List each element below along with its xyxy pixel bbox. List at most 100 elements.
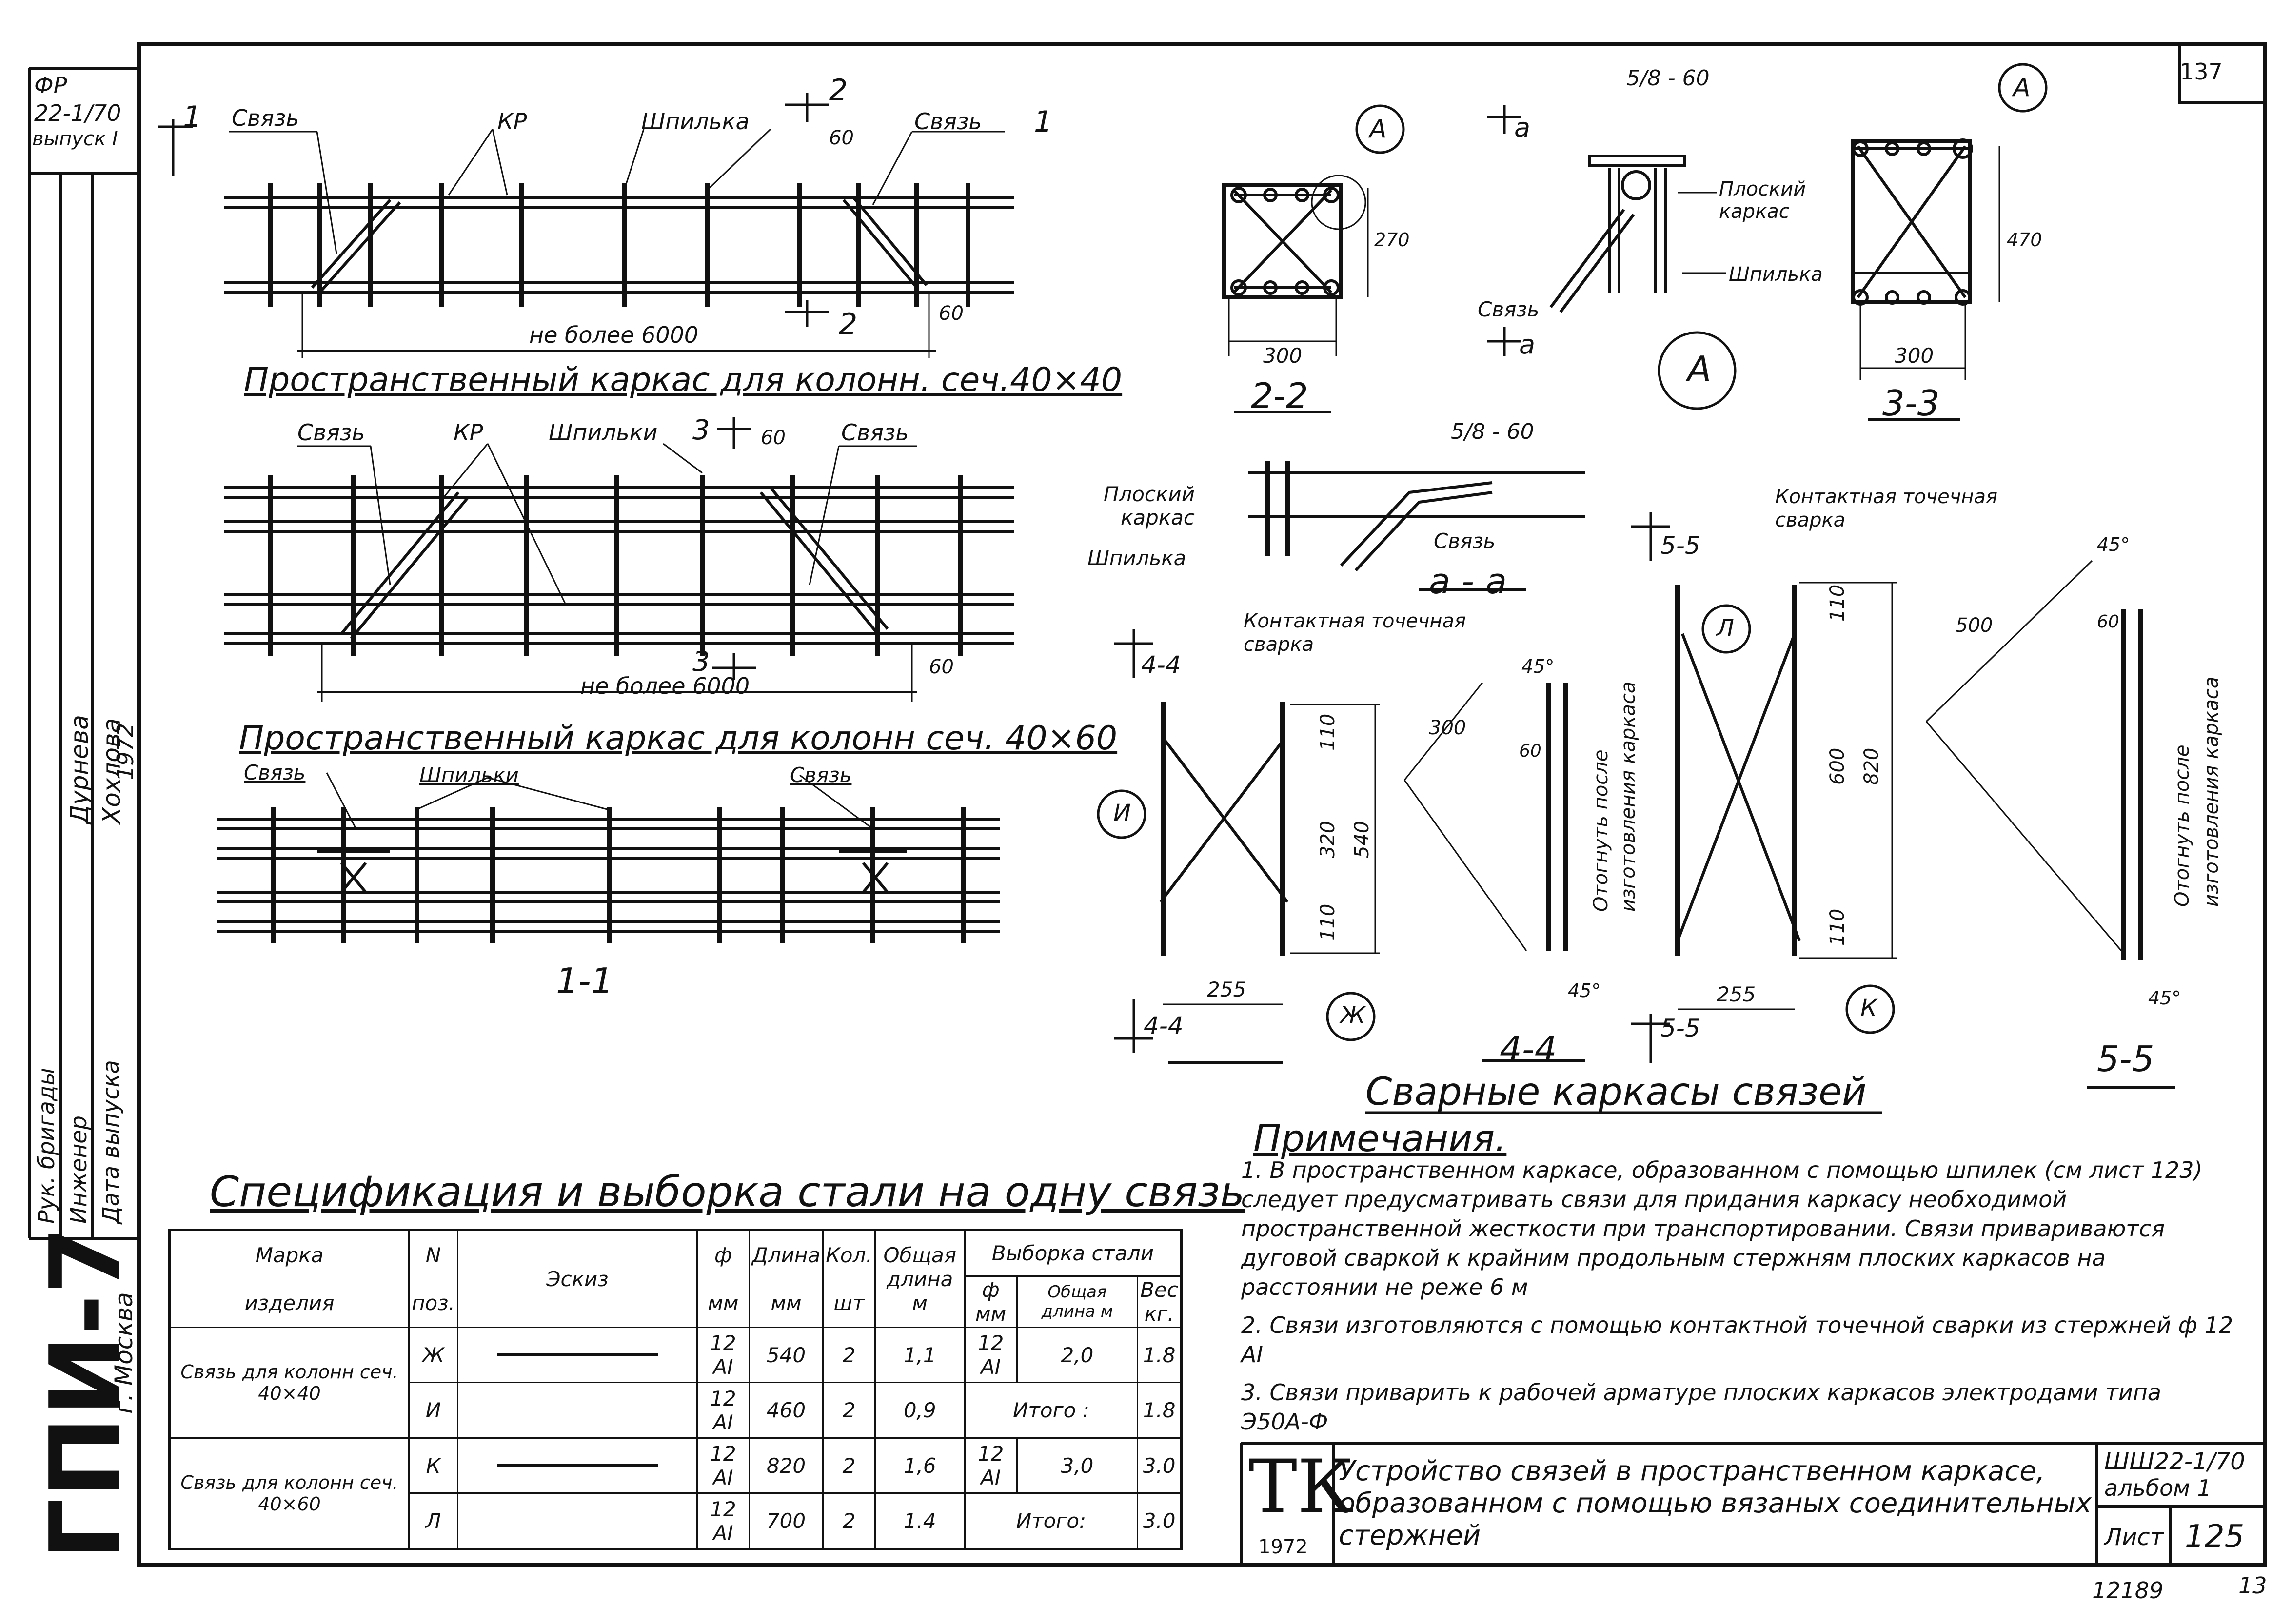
d2-section-3-top: 3 — [692, 414, 710, 446]
cell-total: 1.4 — [874, 1492, 966, 1550]
cell-qty: 2 — [822, 1492, 876, 1550]
cell-phi: 12 АI — [696, 1437, 750, 1494]
cell-v-wt: 3.0 — [1137, 1492, 1182, 1550]
d1-kr: КР — [497, 108, 527, 135]
sAA-link: Связь — [1434, 529, 1496, 553]
d1-shpilka: Шпилька — [641, 108, 750, 135]
d2-kr: КР — [454, 419, 483, 446]
s44-title: 4-4 — [1500, 1029, 1557, 1070]
d1-length: не более 6000 — [529, 322, 699, 348]
cell-poz: К — [408, 1437, 458, 1494]
d1-title: Пространственный каркас для колонн. сеч.… — [244, 361, 1123, 399]
cell-len: 460 — [748, 1382, 824, 1439]
group-name: Связь для колонн сеч. 40×60 — [168, 1437, 410, 1550]
cell-v-wt: 3.0 — [1137, 1437, 1182, 1494]
dA-weld: 5/8 - 60 — [1626, 66, 1710, 91]
cell-itogo: Итого: — [964, 1492, 1139, 1550]
dA-pin: Шпилька — [1729, 263, 1823, 286]
h-kol: Кол.шт — [822, 1229, 876, 1328]
d1-dim-60-top: 60 — [829, 127, 854, 149]
d1-svyaz-left: Связь — [232, 105, 299, 131]
strip-code-1: ФР — [34, 72, 67, 98]
d1-section-2-bottom: 2 — [839, 307, 858, 341]
s44-dim-540: 540 — [1351, 821, 1373, 858]
s55-mark-bottom: 5-5 — [1660, 1014, 1700, 1042]
cell-poz: Л — [408, 1492, 458, 1550]
name-3: 1972 — [112, 723, 138, 780]
s44-dim-300: 300 — [1429, 717, 1466, 739]
d2-length: не более 6000 — [580, 673, 750, 699]
s33-dim-h: 470 — [2007, 229, 2042, 251]
note-2: 2. Связи изготовляются с помощью контакт… — [1241, 1312, 2233, 1368]
cell-total: 1,1 — [874, 1326, 966, 1384]
s22-dim-w: 300 — [1263, 344, 1303, 368]
dA-flat-frame: Плоский каркас — [1719, 178, 1806, 223]
d3-shpilki: Шпильки — [419, 763, 519, 787]
s55-contact: Контактная точечная сварка — [1775, 486, 1998, 531]
s44-contact: Контактная точечная сварка — [1244, 610, 1466, 656]
s44-dim-320: 320 — [1317, 821, 1339, 858]
h-v-obshaya: Общая длина м — [1016, 1275, 1139, 1328]
s44-callout-i: И — [1113, 800, 1131, 827]
cell-phi: 12 АI — [696, 1492, 750, 1550]
strip-code-3: выпуск I — [32, 128, 118, 150]
d2-dim-60-bottom: 60 — [929, 656, 954, 678]
sketch-cell-empty — [456, 1382, 698, 1439]
s44-dim-110-top: 110 — [1317, 713, 1339, 751]
d3-svyaz-right: Связь — [790, 763, 852, 787]
cell-len: 540 — [748, 1326, 824, 1384]
h-eskiz: Эскиз — [456, 1229, 698, 1328]
s55-dim-60: 60 — [2097, 612, 2119, 632]
spec-title: Спецификация и выборка стали на одну свя… — [210, 1168, 1245, 1216]
note-1: 1. В пространственном каркасе, образован… — [1241, 1157, 2203, 1300]
s44-mark-top: 4-4 — [1141, 651, 1181, 679]
cell-v-len: 3,0 — [1016, 1437, 1139, 1494]
stamp-code: ШШ22-1/70 — [2104, 1448, 2245, 1475]
sAA-weld: 5/8 - 60 — [1451, 419, 1534, 444]
sAA-pin: Шпилька — [1087, 546, 1186, 570]
d3-svyaz-left: Связь — [244, 761, 306, 784]
s44-angle-bottom: 45° — [1568, 980, 1601, 1001]
h-vyborka: Выборка стали — [964, 1229, 1183, 1277]
s55-angle-top: 45° — [2097, 534, 2130, 555]
sAA-flat-frame: Плоский каркас — [1103, 482, 1195, 529]
s55-mark-top: 5-5 — [1660, 531, 1700, 560]
cell-qty: 2 — [822, 1437, 876, 1494]
s22-callout: А — [1369, 115, 1387, 144]
d1-section-1-left: 1 — [183, 100, 202, 134]
d1-section-2-top: 2 — [829, 73, 848, 107]
cell-v-phi: 12 АI — [964, 1437, 1018, 1494]
s55-bend-note: Отогнуть после изготовления каркаса — [2171, 676, 2223, 907]
s55-dim-110-bottom: 110 — [1826, 908, 1849, 946]
table-row: Связь для колонн сеч. 40×60 К 12 АI 820 … — [168, 1437, 1182, 1550]
d2-svyaz-left: Связь — [297, 419, 365, 446]
sketch-cell — [456, 1437, 698, 1494]
d2-svyaz-right: Связь — [841, 419, 909, 446]
notes: 1. В пространственном каркасе, образован… — [1241, 1155, 2236, 1445]
s55-angle-bottom: 45° — [2148, 987, 2181, 1009]
stamp-title: Устройство связей в пространственном кар… — [1339, 1455, 2092, 1551]
s55-dim-820: 820 — [1860, 747, 1883, 785]
d1-dim-60-bottom: 60 — [939, 302, 964, 325]
d2-title: Пространственный каркас для колонн сеч. … — [239, 719, 1118, 758]
cell-qty: 2 — [822, 1382, 876, 1439]
cell-v-phi: 12 АI — [964, 1326, 1018, 1384]
d2-section-3-bottom: 3 — [692, 646, 710, 678]
role-3: Дата выпуска — [98, 1060, 124, 1224]
bottom-corner-number: 13 — [2238, 1572, 2267, 1599]
s44-bend-note: Отогнуть после изготовления каркаса — [1590, 681, 1640, 912]
role-1: Рук. бригады — [33, 1068, 59, 1224]
cell-v-wt: 1.8 — [1137, 1382, 1182, 1439]
s55-dim-255: 255 — [1717, 982, 1756, 1006]
cell-len: 700 — [748, 1492, 824, 1550]
dA-link: Связь — [1478, 297, 1540, 321]
s55-callout-l: Л — [1717, 614, 1735, 642]
cell-total: 1,6 — [874, 1437, 966, 1494]
s55-dim-500: 500 — [1956, 614, 1993, 637]
group-name: Связь для колонн сеч. 40×40 — [168, 1327, 410, 1439]
s44-angle-top: 45° — [1521, 656, 1555, 677]
